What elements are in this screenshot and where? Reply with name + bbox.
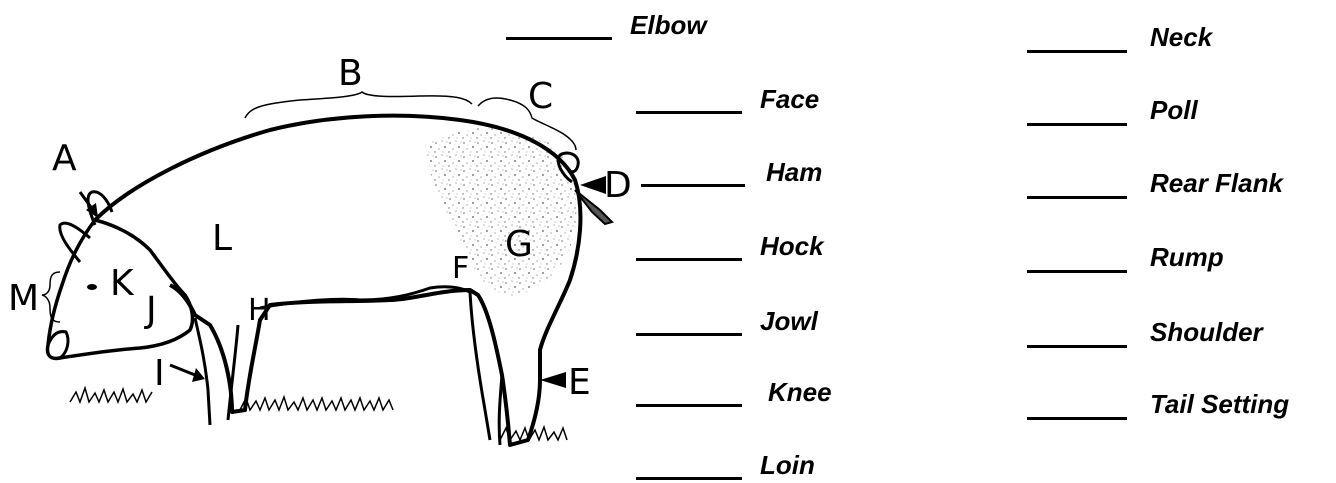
answer-blank-hock[interactable] xyxy=(636,258,742,261)
label-g: G xyxy=(505,224,533,265)
pig-ear-left xyxy=(60,223,90,262)
label-c: C xyxy=(528,76,553,117)
label-f: F xyxy=(452,251,469,286)
bracket-b xyxy=(245,92,472,118)
term-shoulder: Shoulder xyxy=(1150,317,1263,348)
term-neck: Neck xyxy=(1150,22,1212,53)
label-d: D xyxy=(604,165,632,206)
term-hock: Hock xyxy=(760,231,824,262)
arrow-e-head xyxy=(540,372,566,388)
label-k: K xyxy=(110,263,135,304)
label-a: A xyxy=(52,138,77,179)
term-loin: Loin xyxy=(760,450,815,481)
answer-blank-poll[interactable] xyxy=(1027,123,1127,126)
answer-blank-knee[interactable] xyxy=(636,404,742,407)
label-e: E xyxy=(568,362,591,403)
answer-blank-jowl[interactable] xyxy=(636,333,742,336)
label-h: H xyxy=(248,293,271,328)
answer-blank-face[interactable] xyxy=(636,111,742,114)
label-i: I xyxy=(154,353,165,394)
arrow-i xyxy=(170,365,195,375)
term-poll: Poll xyxy=(1150,95,1198,126)
pig-snout xyxy=(48,332,68,358)
answer-blank-shoulder[interactable] xyxy=(1027,345,1127,348)
term-knee: Knee xyxy=(768,377,832,408)
answer-blank-rump[interactable] xyxy=(1027,270,1127,273)
answer-blank-loin[interactable] xyxy=(636,477,742,480)
term-jowl: Jowl xyxy=(760,306,818,337)
label-j: J xyxy=(144,290,157,331)
answer-blank-rear-flank[interactable] xyxy=(1027,196,1127,199)
pig-diagram: A B C D E F G H I J K L M xyxy=(0,0,860,483)
label-b: B xyxy=(338,53,363,94)
label-m: M xyxy=(8,278,39,319)
label-l: L xyxy=(212,218,232,259)
term-rear-flank: Rear Flank xyxy=(1150,168,1283,199)
answer-blank-tail-setting[interactable] xyxy=(1027,417,1127,420)
term-ham: Ham xyxy=(766,157,822,188)
pig-eye xyxy=(87,284,97,290)
term-tail-setting: Tail Setting xyxy=(1150,389,1289,420)
answer-blank-ham[interactable] xyxy=(641,184,745,187)
grass xyxy=(70,388,567,440)
term-elbow: Elbow xyxy=(630,10,707,41)
arrow-d-head xyxy=(580,176,606,194)
term-rump: Rump xyxy=(1150,242,1224,273)
answer-blank-elbow[interactable] xyxy=(506,37,612,40)
term-face: Face xyxy=(760,84,819,115)
answer-blank-neck[interactable] xyxy=(1027,50,1127,53)
